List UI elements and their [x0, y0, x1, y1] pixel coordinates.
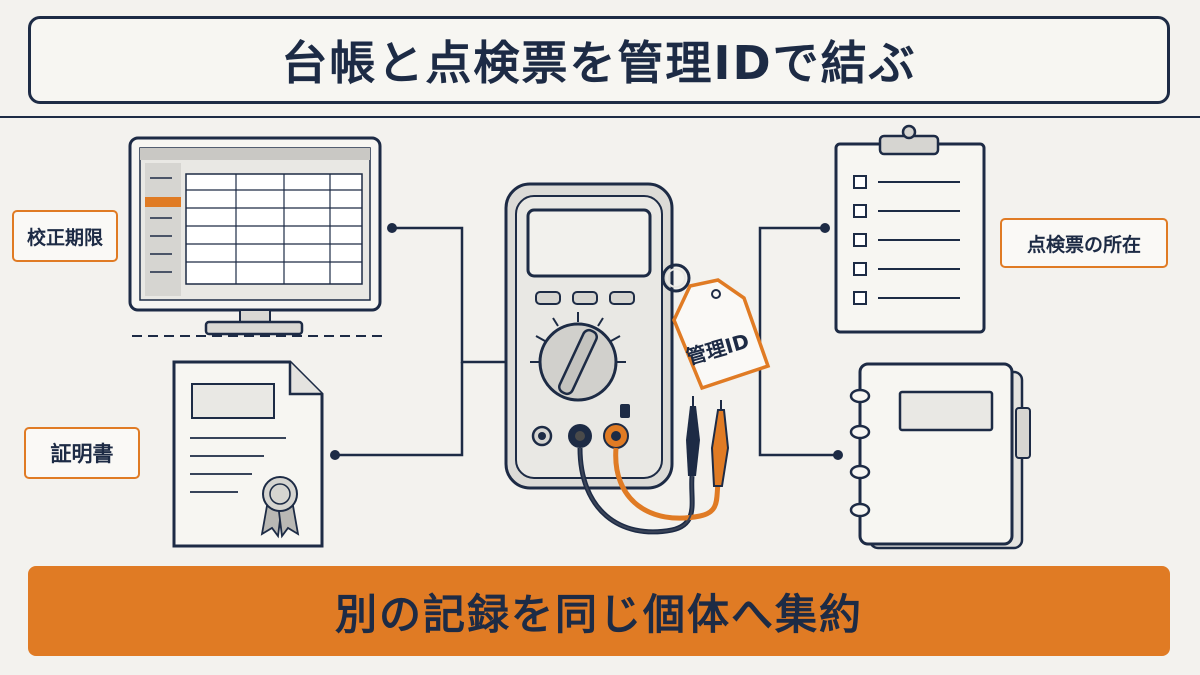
connector-lines — [335, 226, 838, 457]
footer-caption: 別の記録を同じ個体へ集約 — [334, 589, 863, 639]
certificate-document-icon — [172, 360, 324, 548]
connector-binder — [758, 360, 838, 457]
footer-banner: 別の記録を同じ個体へ集約 — [28, 566, 1170, 656]
multimeter-icon — [504, 182, 730, 535]
title-banner: 台帳と点検票を管理IDで結ぶ — [28, 16, 1170, 104]
page-title: 台帳と点検票を管理IDで結ぶ — [281, 36, 917, 90]
connector-certificate — [335, 362, 464, 457]
id-tag-icon: 管理ID — [661, 263, 771, 391]
monitor-spreadsheet-icon — [128, 136, 382, 337]
header-divider — [0, 116, 1200, 118]
connector-dots — [330, 223, 843, 460]
calibration-due-label: 校正期限 — [12, 210, 118, 262]
binder-notebook-icon — [849, 362, 1031, 550]
clipboard-checklist-icon — [834, 124, 986, 334]
connector-ledger — [392, 226, 508, 364]
inspection-location-label: 点検票の所在 — [1000, 218, 1168, 268]
certificate-label: 証明書 — [24, 427, 140, 479]
